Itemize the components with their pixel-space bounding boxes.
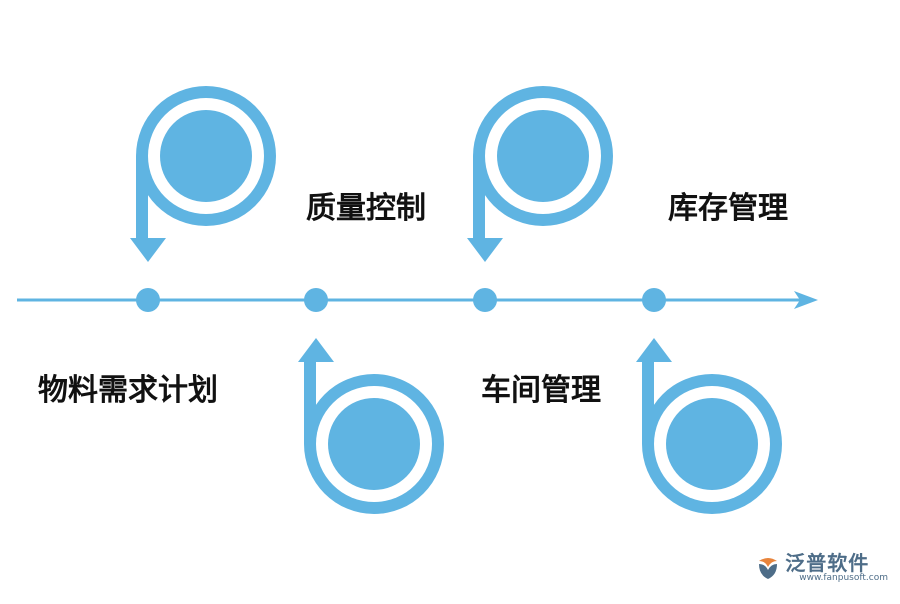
step-label-material-planning: 物料需求计划 <box>38 373 218 408</box>
timeline-node-4 <box>642 288 666 312</box>
timeline-node-2 <box>304 288 328 312</box>
timeline-node-1 <box>136 288 160 312</box>
arrow-down-loop-icon <box>130 86 276 262</box>
brand-logo-icon <box>759 558 778 579</box>
step-label-inventory-management: 库存管理 <box>668 191 788 226</box>
timeline-node-3 <box>473 288 497 312</box>
timeline-arrowhead-icon <box>794 291 818 309</box>
brand-name: 泛普软件 <box>785 551 870 575</box>
arrow-down-loop-icon <box>467 86 613 262</box>
arrow-up-loop-icon <box>636 338 782 514</box>
brand-url: www.fanpusoft.com <box>799 573 888 583</box>
step-label-quality-control: 质量控制 <box>306 191 426 226</box>
step-label-workshop-management: 车间管理 <box>481 373 601 408</box>
brand-watermark: 泛普软件 www.fanpusoft.com <box>755 553 888 583</box>
arrow-up-loop-icon <box>298 338 444 514</box>
